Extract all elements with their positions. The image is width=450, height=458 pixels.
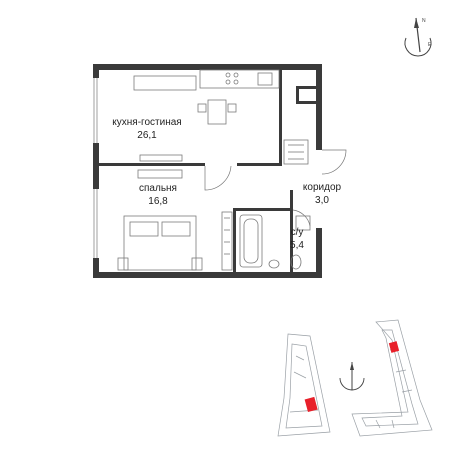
bed-icon — [123, 215, 197, 271]
furniture — [117, 69, 311, 271]
site-plan — [277, 319, 433, 437]
living-room-name: кухня-гостиная — [112, 117, 181, 128]
doors — [204, 149, 347, 227]
wardrobe-icon — [283, 139, 309, 165]
exterior-walls — [93, 64, 322, 278]
apartment-highlight-left — [304, 396, 318, 413]
left-windows — [93, 78, 98, 258]
apartment-highlight-right — [388, 341, 400, 353]
dining-table-icon — [207, 99, 227, 125]
compass-north-label: N — [422, 18, 426, 24]
bedroom-area: 16,8 — [148, 196, 168, 207]
bedroom-name: спальня — [139, 183, 177, 194]
corridor-name: коридор — [303, 182, 342, 193]
toilet-icon — [290, 254, 302, 270]
compass-east-label: E — [428, 42, 432, 48]
interior-walls — [99, 64, 316, 272]
living-room-area: 26,1 — [137, 130, 157, 141]
sink-icon — [268, 259, 280, 269]
bathroom-name: с/у — [291, 227, 304, 238]
bathtub-icon — [239, 214, 263, 268]
compass-icon: N E — [404, 17, 432, 57]
kitchen-counter-icon — [199, 69, 280, 89]
tv-stand-icon — [139, 154, 183, 162]
bathroom-area: 5,4 — [290, 240, 304, 251]
sofa-icon — [133, 75, 197, 91]
corridor-area: 3,0 — [315, 195, 329, 206]
site-compass-icon — [339, 362, 365, 391]
